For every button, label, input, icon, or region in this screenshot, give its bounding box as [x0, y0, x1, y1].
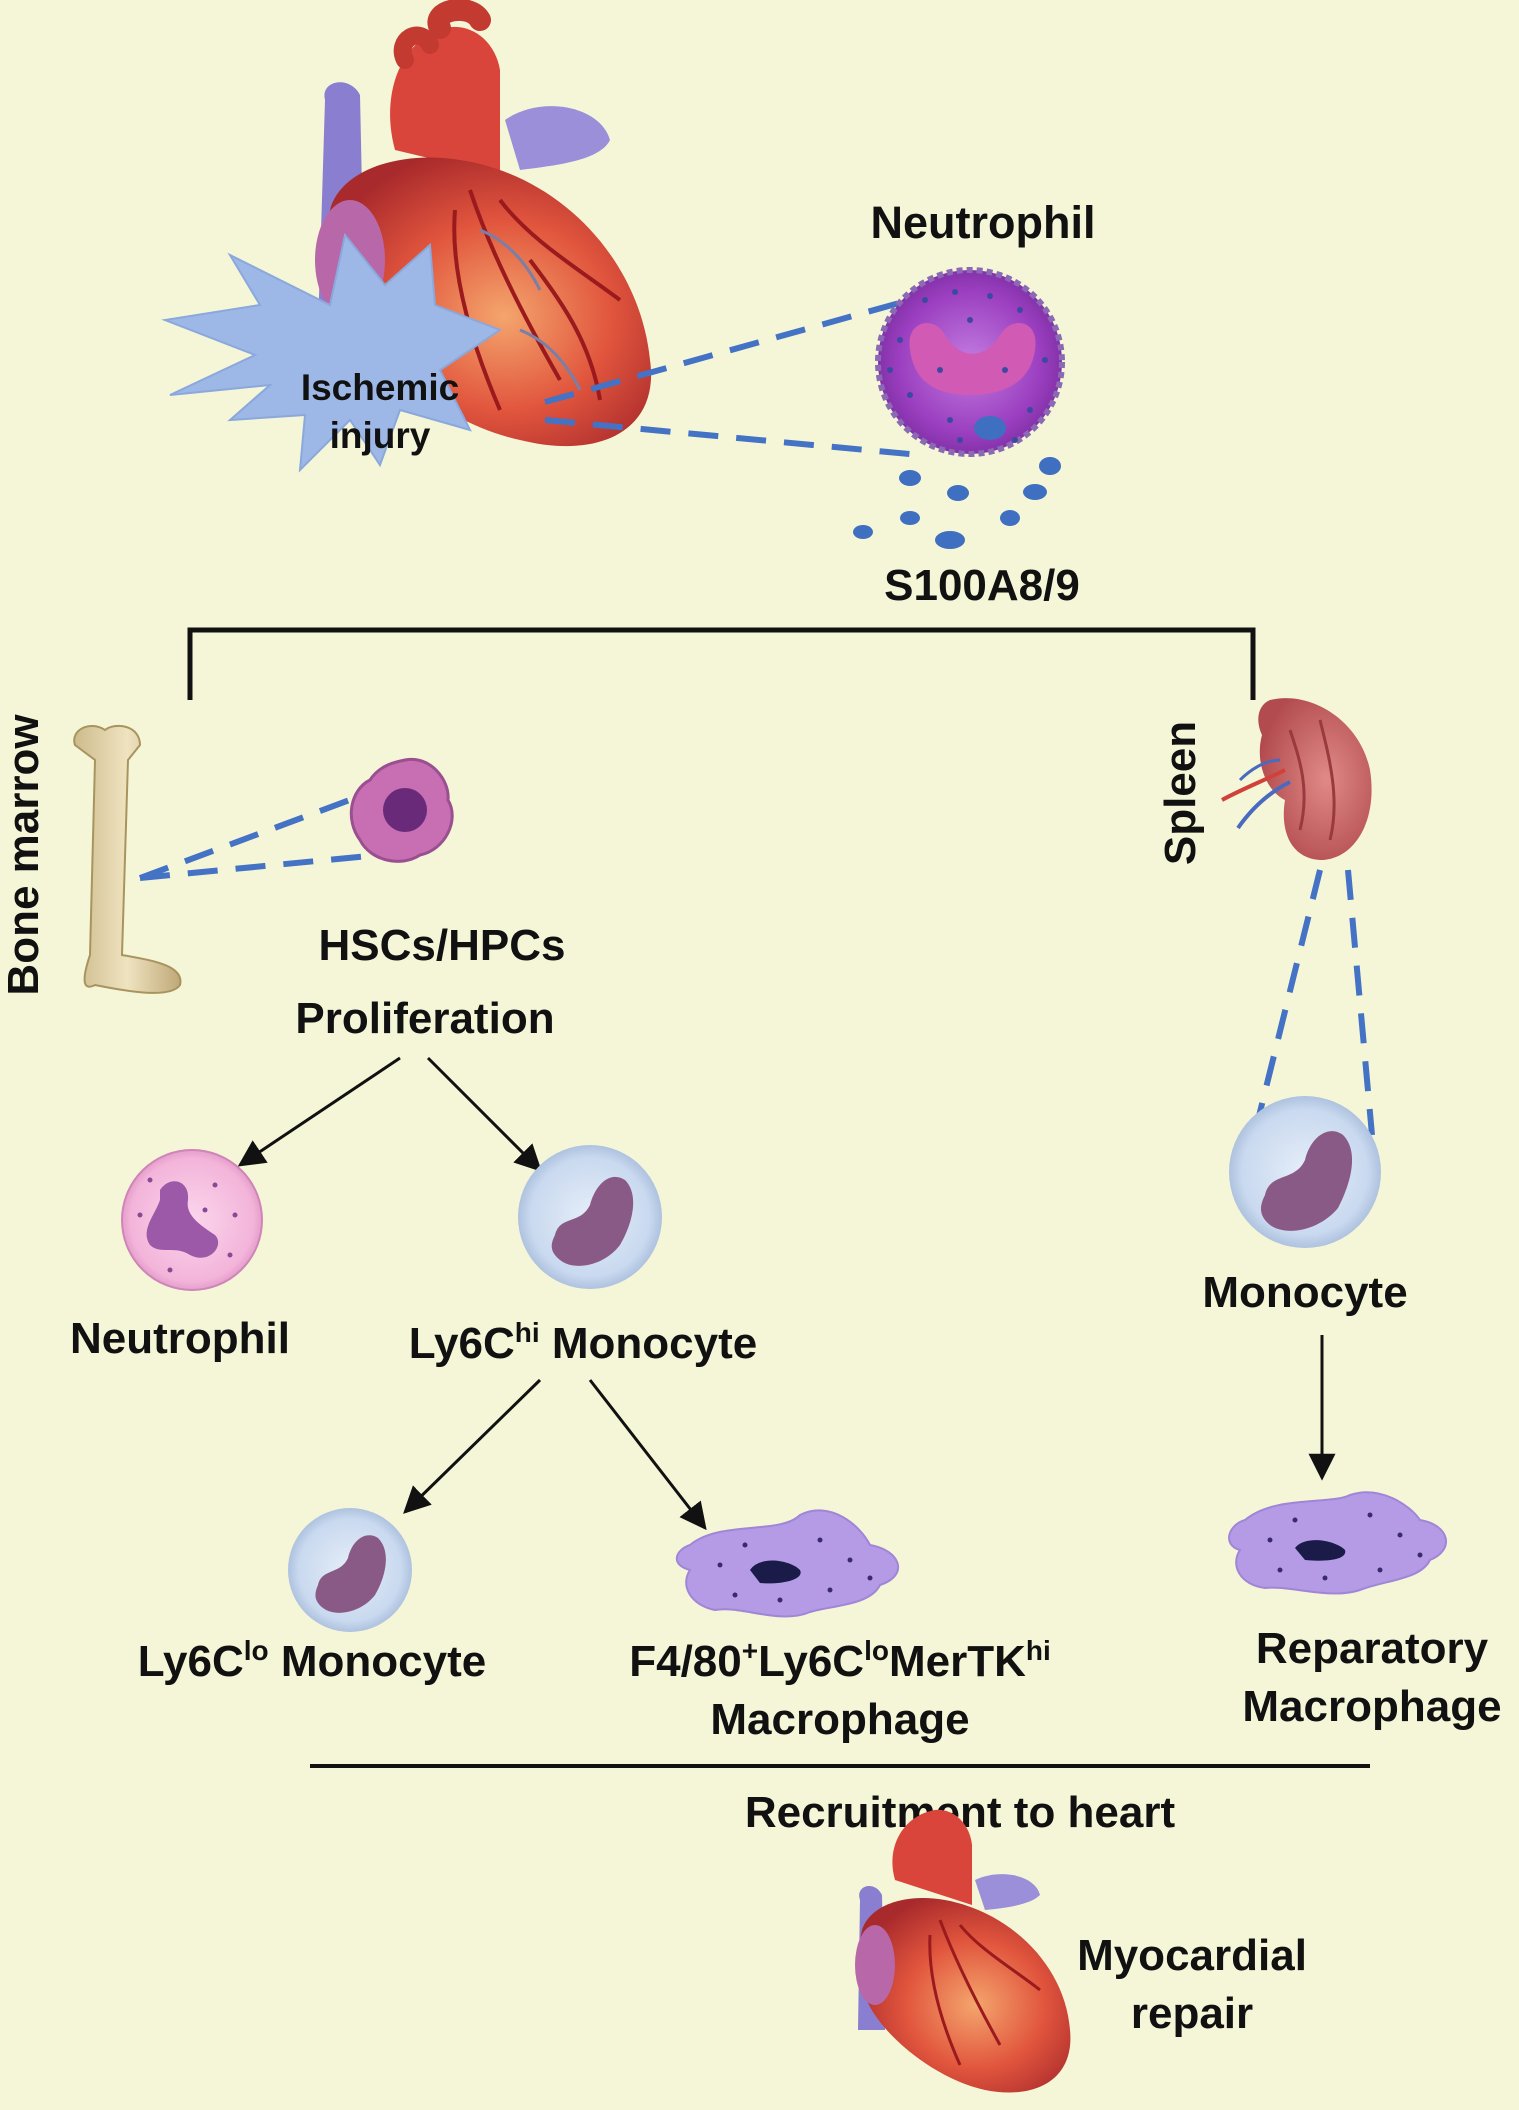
ischemic-label-line1: Ischemic — [301, 367, 459, 408]
neutrophil-top-label: Neutrophil — [871, 197, 1096, 248]
zoom-line-upper — [544, 297, 911, 405]
bone-marrow-label: Bone marrow — [0, 714, 48, 996]
stem-cell-icon — [349, 757, 454, 863]
reparatory-label-line2: Macrophage — [1242, 1682, 1501, 1731]
monocyte-right-cell — [1229, 1096, 1381, 1248]
s100-label: S100A8/9 — [884, 561, 1080, 610]
arrow-to-ly6chi — [426, 1056, 542, 1172]
branch-bracket — [187, 627, 1256, 700]
neutrophil-left-cell — [121, 1149, 263, 1291]
arrow-to-ly6clo — [403, 1378, 542, 1514]
bone-zoom-line-lower — [139, 849, 411, 881]
heart-bottom-illustration — [855, 1809, 1071, 2093]
macrophage-middle-label-line2: Macrophage — [710, 1695, 969, 1744]
arrow-to-macrophage — [588, 1379, 707, 1531]
macrophage-middle-label-line1: F4/80+Ly6CloMerTKhi — [629, 1635, 1051, 1686]
spleen-label: Spleen — [1156, 721, 1205, 865]
bone-icon — [73, 724, 182, 994]
ischemic-label-line2: injury — [330, 415, 431, 456]
spleen-zoom-line-right — [1345, 869, 1375, 1136]
monocyte-right-label: Monocyte — [1202, 1268, 1407, 1317]
reparatory-label-line1: Reparatory — [1256, 1624, 1489, 1673]
myocardial-label-line2: repair — [1131, 1989, 1253, 2038]
neutrophil-left-label: Neutrophil — [70, 1314, 290, 1363]
hscs-label: HSCs/HPCs — [319, 921, 566, 970]
zoom-line-lower — [544, 417, 921, 458]
spleen-zoom-line-left — [1255, 869, 1323, 1121]
s100-granules — [853, 457, 1061, 549]
proliferation-label: Proliferation — [295, 994, 554, 1043]
ly6clo-monocyte-label: Ly6Clo Monocyte — [138, 1635, 486, 1686]
macrophage-middle-cell — [675, 1509, 900, 1618]
ischemic-starburst — [161, 232, 503, 473]
arrow-to-neutrophil — [237, 1056, 401, 1167]
spleen-icon — [1221, 698, 1372, 860]
ly6chi-monocyte-label: Ly6Chi Monocyte — [409, 1317, 757, 1368]
ly6clo-monocyte-cell — [288, 1508, 412, 1632]
ly6chi-monocyte-cell — [518, 1145, 662, 1289]
myocardial-label-line1: Myocardial — [1077, 1931, 1307, 1980]
neutrophil-top-cell — [875, 267, 1065, 457]
reparatory-macrophage-cell — [1228, 1491, 1447, 1595]
